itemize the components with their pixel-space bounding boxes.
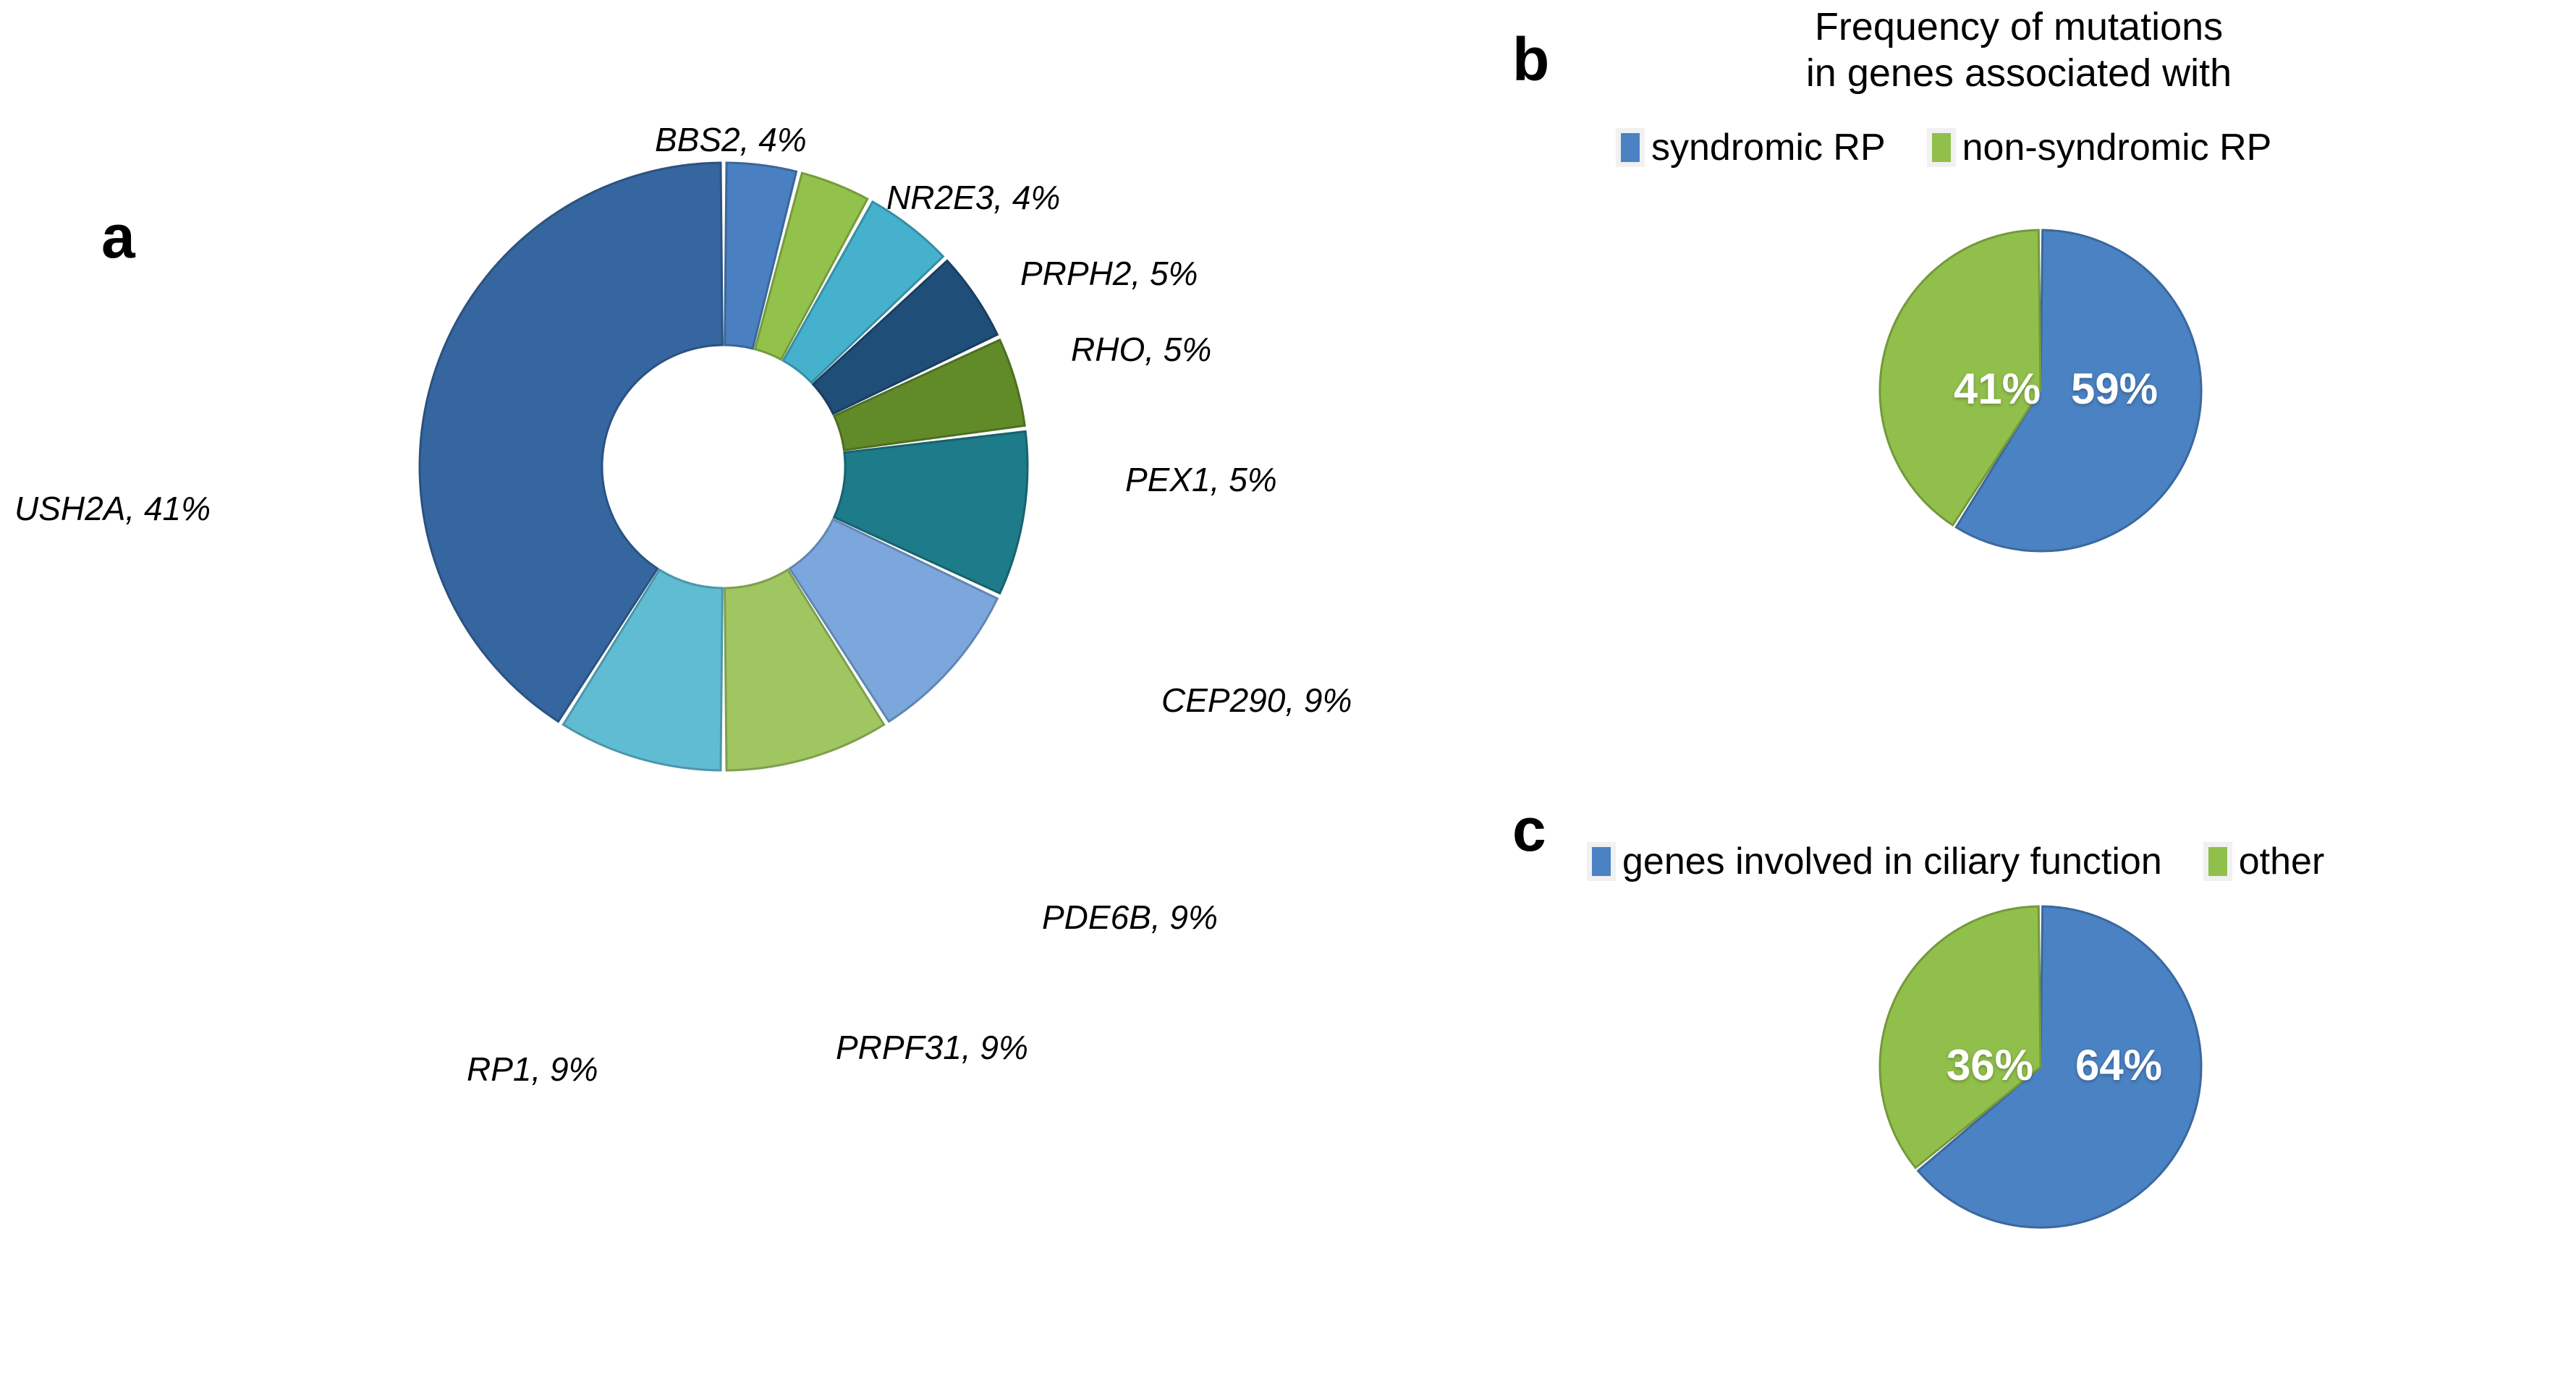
donut-slice[interactable] <box>724 568 886 772</box>
donut-slice-group <box>418 161 1029 772</box>
legend-label: non-syndromic RP <box>1962 127 2272 169</box>
legend-item-other[interactable]: other <box>2208 841 2325 882</box>
panel-b-pie-svg <box>1878 229 2203 553</box>
legend-item-ciliary-function[interactable]: genes involved in ciliary function <box>1592 843 2162 880</box>
panel-c-pie-chart: c genes involved in ciliary function oth… <box>1469 767 2576 1378</box>
panel-c-pie: 64% 36% <box>1874 901 2207 1233</box>
donut-slice[interactable] <box>724 161 798 350</box>
pie-c-label-blue: 64% <box>2075 1041 2163 1089</box>
panel-b-legend: syndromic RP non-syndromic RP <box>1621 129 2318 166</box>
pie-slice[interactable] <box>1878 229 2042 527</box>
legend-swatch-icon <box>1621 133 1640 162</box>
legend-swatch-icon <box>1931 133 1951 162</box>
panel-c-letter: c <box>1512 796 1546 864</box>
panel-a-donut-chart: a BBS2, 4% NR2E3, 4% PRPH2, 5% RHO, 5% P… <box>14 121 1352 1088</box>
donut-label-prpf31: PRPF31, 9% <box>836 1029 1028 1066</box>
donut-slice[interactable] <box>832 430 1029 595</box>
legend-item-non-syndromic-rp[interactable]: non-syndromic RP <box>1931 127 2272 169</box>
legend-swatch-icon <box>1592 847 1611 876</box>
panel-b-pie-chart: b Frequency of mutations in genes associ… <box>1469 0 2576 767</box>
donut-label-rp1: RP1, 9% <box>467 1050 598 1088</box>
donut-label-pde6b: PDE6B, 9% <box>1042 898 1218 936</box>
donut-label-pex1: PEX1, 5% <box>1125 461 1277 498</box>
donut-label-bbs2: BBS2, 4% <box>655 121 807 158</box>
donut-slice[interactable] <box>753 171 869 362</box>
donut-slice[interactable] <box>418 161 724 723</box>
legend-swatch-icon <box>2208 847 2227 876</box>
legend-label: genes involved in ciliary function <box>1622 841 2162 882</box>
panel-a-letter: a <box>101 203 135 271</box>
donut-slice[interactable] <box>562 568 724 772</box>
donut-slice[interactable] <box>781 200 945 384</box>
donut-label-prph2: PRPH2, 5% <box>1020 255 1198 292</box>
panel-b-title-line1: Frequency of mutations <box>1814 5 2224 48</box>
donut-svg <box>418 161 1029 772</box>
donut-chart <box>405 148 1042 785</box>
pie-slice[interactable] <box>1954 229 2203 553</box>
panel-c-pie-svg <box>1878 905 2203 1229</box>
pie-c-label-green: 36% <box>1946 1041 2034 1089</box>
pie-slice-group <box>1878 229 2203 553</box>
donut-slice[interactable] <box>811 259 999 416</box>
legend-item-syndromic-rp[interactable]: syndromic RP <box>1621 129 1886 166</box>
donut-label-ush2a: USH2A, 41% <box>14 490 211 527</box>
panel-b-title-line2: in genes associated with <box>1805 51 2232 95</box>
donut-slice[interactable] <box>788 517 999 723</box>
donut-label-rho: RHO, 5% <box>1071 331 1212 368</box>
pie-slice[interactable] <box>1916 905 2203 1229</box>
pie-slice[interactable] <box>1878 905 2042 1170</box>
pie-slice-group <box>1878 905 2203 1229</box>
donut-label-cep290: CEP290, 9% <box>1161 681 1352 719</box>
legend-label: syndromic RP <box>1651 127 1886 169</box>
panel-b-title: Frequency of mutations in genes associat… <box>1599 4 2439 96</box>
donut-slice[interactable] <box>832 338 1026 452</box>
legend-label: other <box>2238 841 2325 882</box>
panel-b-pie: 59% 41% <box>1874 224 2207 557</box>
donut-label-nr2e3: NR2E3, 4% <box>886 179 1061 216</box>
pie-b-label-green: 41% <box>1954 365 2041 413</box>
panel-b-letter: b <box>1512 25 1550 93</box>
pie-b-label-blue: 59% <box>2071 365 2158 413</box>
panel-c-legend: genes involved in ciliary function other <box>1592 843 2370 880</box>
